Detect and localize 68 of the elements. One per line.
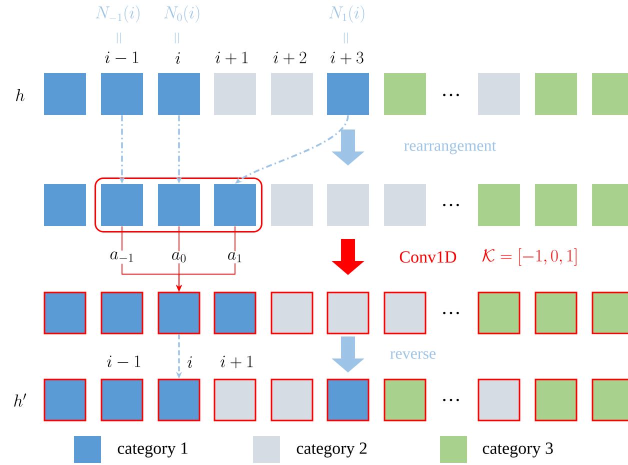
square — [478, 292, 520, 334]
square — [101, 184, 143, 226]
text-label: rearrangement — [404, 142, 496, 154]
text-label: reverse — [390, 351, 436, 359]
edge-label: $a_1$ — [228, 252, 242, 262]
edge-label: $a_0$ — [172, 252, 186, 262]
index-label: $\mathcal{K}=[-1,0,1]$ — [482, 248, 576, 266]
text-label: … — [443, 204, 459, 206]
square — [326, 292, 370, 334]
index-label: $i+1$ — [220, 356, 253, 368]
square — [327, 184, 369, 226]
legend-label: category 1 — [118, 442, 188, 458]
equals-sign: $=$ — [116, 32, 121, 44]
square — [100, 292, 144, 334]
group-outline — [94, 178, 262, 232]
index-label: $h'$ — [14, 394, 26, 407]
equals-sign: $=$ — [344, 32, 348, 44]
square — [478, 378, 520, 422]
square — [271, 73, 313, 115]
text-label: … — [443, 94, 459, 96]
square — [592, 378, 628, 422]
index-label: $N_0(i)$ — [164, 5, 200, 23]
square — [534, 378, 578, 422]
square — [44, 73, 86, 115]
square — [478, 184, 520, 226]
square — [384, 378, 426, 422]
legend-label: category 2 — [296, 442, 367, 458]
index-label: $i+3$ — [330, 52, 364, 64]
legend-label: category 3 — [482, 442, 553, 458]
square — [478, 73, 520, 115]
square — [270, 292, 314, 334]
square — [158, 73, 200, 115]
square — [384, 292, 426, 334]
square — [592, 292, 628, 334]
square — [271, 184, 313, 226]
square — [214, 184, 256, 226]
index-label: $h$ — [16, 89, 24, 102]
square — [535, 184, 577, 226]
edge-label: $a_{-1}$ — [110, 252, 133, 262]
index-label: $i+2$ — [274, 52, 306, 64]
square — [214, 292, 256, 334]
square — [44, 184, 86, 226]
square — [100, 378, 144, 422]
square — [44, 292, 86, 334]
text-label: … — [443, 312, 459, 314]
square — [534, 292, 578, 334]
square — [327, 73, 369, 115]
square — [384, 73, 426, 115]
square — [384, 184, 426, 226]
index-label: $i+1$ — [216, 52, 248, 64]
square — [101, 73, 143, 115]
square — [214, 73, 256, 115]
index-label: $N_{-1}(i)$ — [96, 5, 140, 23]
square — [535, 73, 577, 115]
text-label: … — [443, 398, 459, 402]
square — [158, 378, 200, 422]
square — [158, 292, 200, 334]
equals-sign: $=$ — [174, 32, 179, 44]
square — [326, 378, 370, 422]
index-label: $i-1$ — [107, 356, 140, 368]
text-label: Conv1D — [400, 251, 456, 263]
square — [214, 378, 256, 422]
square — [44, 378, 86, 422]
square — [270, 378, 314, 422]
index-label: $N_1(i)$ — [329, 5, 364, 23]
index-label: $i$ — [188, 356, 192, 368]
square — [158, 184, 200, 226]
index-label: $i-1$ — [105, 52, 138, 64]
